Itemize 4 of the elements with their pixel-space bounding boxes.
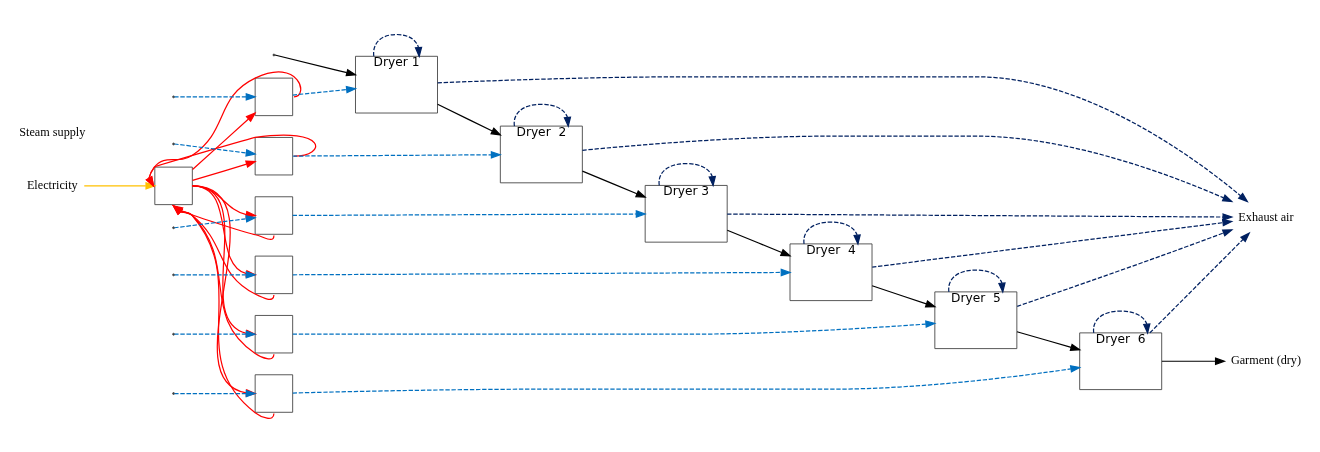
node-text: Garment (dry) [1230, 352, 1302, 367]
label: Steam supply [19, 124, 86, 139]
node-text: Exhaust air [1238, 209, 1294, 224]
node-text: Electricity [26, 177, 78, 192]
